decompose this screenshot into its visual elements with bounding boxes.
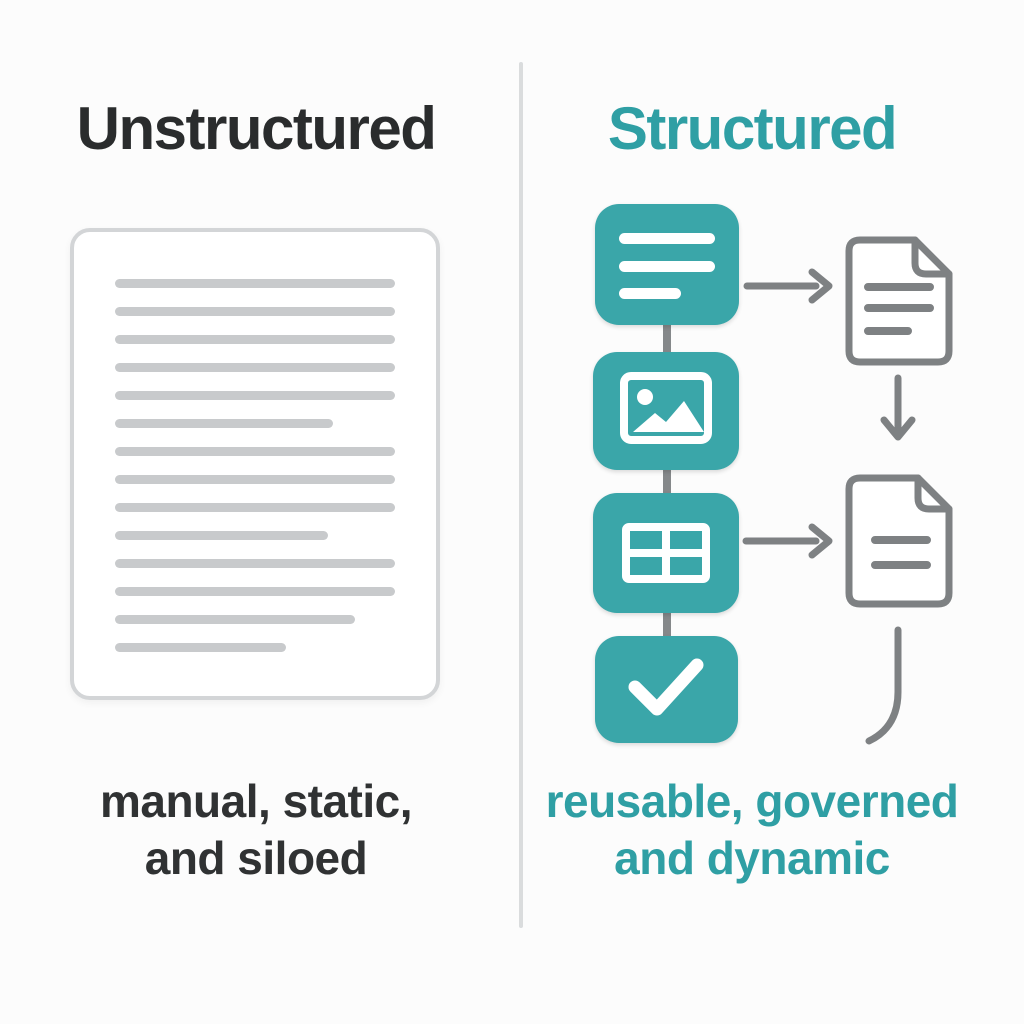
text-line bbox=[115, 559, 395, 568]
text-line bbox=[115, 615, 355, 624]
checkmark-icon bbox=[628, 658, 704, 716]
left-title: Unstructured bbox=[76, 95, 437, 162]
text-line bbox=[115, 363, 395, 372]
content-block-table bbox=[593, 493, 739, 613]
flow-curve bbox=[865, 626, 902, 745]
block-connector bbox=[663, 464, 671, 498]
text-line bbox=[115, 503, 395, 512]
table-icon bbox=[622, 523, 710, 583]
text-line bbox=[115, 531, 328, 540]
unstructured-document-icon bbox=[70, 228, 440, 700]
right-caption: reusable, governed and dynamic bbox=[520, 773, 984, 887]
text-line bbox=[115, 391, 395, 400]
divider-line bbox=[519, 62, 523, 928]
left-caption-line2: and siloed bbox=[144, 832, 368, 884]
right-caption-line2: and dynamic bbox=[614, 832, 890, 884]
arrow-right-bottom bbox=[742, 523, 833, 559]
content-block-text bbox=[595, 204, 739, 325]
text-line bbox=[115, 335, 395, 344]
text-line bbox=[115, 643, 286, 652]
right-caption-line1: reusable, governed bbox=[545, 775, 959, 827]
text-line bbox=[115, 475, 395, 484]
right-title: Structured bbox=[607, 95, 898, 162]
left-caption-line1: manual, static, bbox=[99, 775, 413, 827]
text-line bbox=[115, 419, 333, 428]
image-icon bbox=[620, 372, 712, 444]
arrow-down bbox=[880, 374, 916, 441]
left-caption: manual, static, and siloed bbox=[0, 773, 512, 887]
text-line bbox=[115, 307, 395, 316]
block-connector bbox=[663, 607, 671, 641]
output-document-icon-bottom bbox=[845, 474, 953, 608]
output-document-icon-top bbox=[845, 236, 953, 366]
content-block-image bbox=[593, 352, 739, 470]
text-line bbox=[115, 447, 395, 456]
content-block-check bbox=[595, 636, 738, 743]
document-text-lines bbox=[115, 279, 395, 671]
arrow-right-top bbox=[743, 268, 833, 304]
text-line bbox=[115, 279, 395, 288]
block-connector bbox=[663, 320, 671, 358]
text-line bbox=[115, 587, 395, 596]
